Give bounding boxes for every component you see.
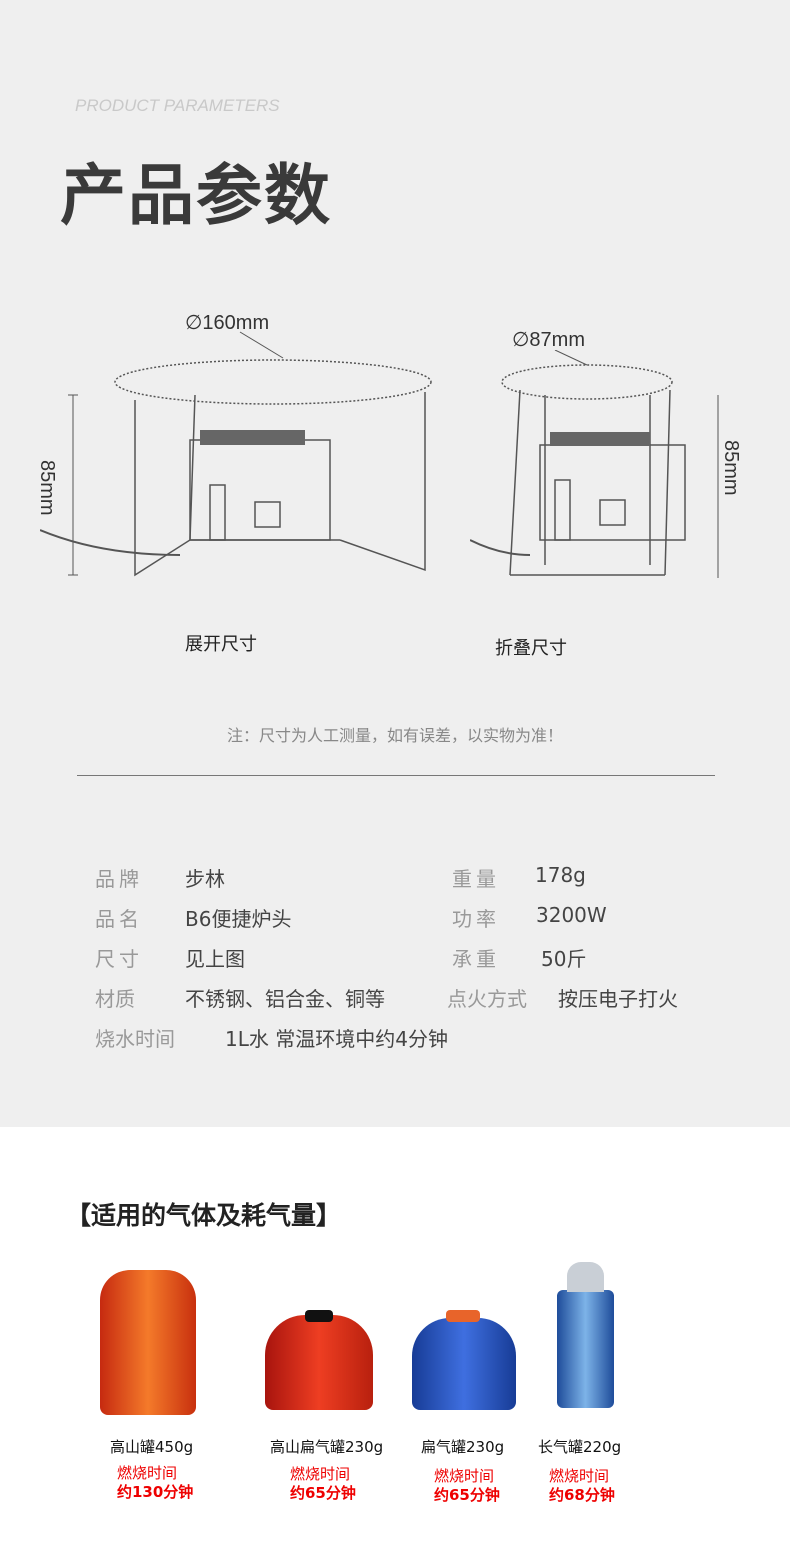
spec-label: 功率 [452, 907, 500, 931]
canister-valve [446, 1310, 480, 1322]
burn-label: 燃烧时间 [434, 1467, 495, 1485]
canister-flat-230g-blue-image [412, 1318, 516, 1410]
canister-long-220g-image [557, 1290, 614, 1408]
expanded-diameter: ∅160mm [185, 312, 270, 334]
burn-time: 约68分钟 [549, 1486, 615, 1504]
canister-flat-230g-image [265, 1315, 373, 1410]
section-subtitle: PRODUCT PARAMETERS [75, 96, 280, 115]
burn-time: 约130分钟 [117, 1483, 194, 1501]
expanded-caption: 展开尺寸 [185, 634, 257, 655]
spec-label: 材质 [95, 987, 135, 1011]
burn-time: 约65分钟 [434, 1486, 500, 1504]
spec-label: 品名 [95, 907, 143, 931]
spec-value: 178g [535, 863, 586, 887]
burn-time: 约65分钟 [290, 1484, 356, 1502]
expanded-height: 85mm [36, 460, 58, 516]
burn-label: 燃烧时间 [117, 1464, 178, 1482]
measurement-note: 注：尺寸为人工测量，如有误差，以实物为准！ [226, 726, 563, 745]
spec-label: 品牌 [95, 867, 143, 891]
spec-label: 烧水时间 [95, 1027, 175, 1051]
spec-value: 步林 [185, 867, 225, 891]
pot-support-outline [114, 359, 432, 405]
canister-450g-image [100, 1270, 196, 1415]
canister-cap [567, 1262, 604, 1292]
canister-valve [305, 1310, 333, 1322]
canister-name: 高山扁气罐230g [270, 1438, 384, 1456]
burn-label: 燃烧时间 [549, 1467, 610, 1485]
expanded-stove-diagram [40, 331, 432, 577]
spec-value: 按压电子打火 [558, 987, 678, 1011]
folded-height: 85mm [720, 440, 742, 496]
spec-label: 重量 [452, 867, 500, 891]
spec-label: 点火方式 [447, 987, 527, 1011]
folded-stove-diagram [470, 350, 719, 578]
spec-value: 50斤 [541, 947, 587, 971]
folded-diameter: ∅87mm [512, 329, 585, 351]
canister-name: 长气罐220g [538, 1438, 622, 1456]
burn-label: 燃烧时间 [290, 1465, 351, 1483]
folded-caption: 折叠尺寸 [495, 638, 567, 659]
canister-name: 扁气罐230g [421, 1438, 505, 1456]
page-title: 产品参数 [60, 157, 332, 234]
spec-value: 3200W [536, 903, 607, 927]
divider [77, 775, 715, 776]
spec-value: 见上图 [185, 947, 245, 971]
canister-name: 高山罐450g [110, 1438, 194, 1456]
spec-label: 尺寸 [95, 947, 143, 971]
spec-label: 承重 [452, 947, 500, 971]
spec-value: 不锈钢、铝合金、铜等 [185, 987, 385, 1011]
parameters-section [0, 0, 790, 1127]
spec-value: 1L水 常温环境中约4分钟 [225, 1027, 448, 1051]
spec-value: B6便捷炉头 [185, 907, 292, 931]
gas-section-title: 【适用的气体及耗气量】 [66, 1201, 342, 1230]
